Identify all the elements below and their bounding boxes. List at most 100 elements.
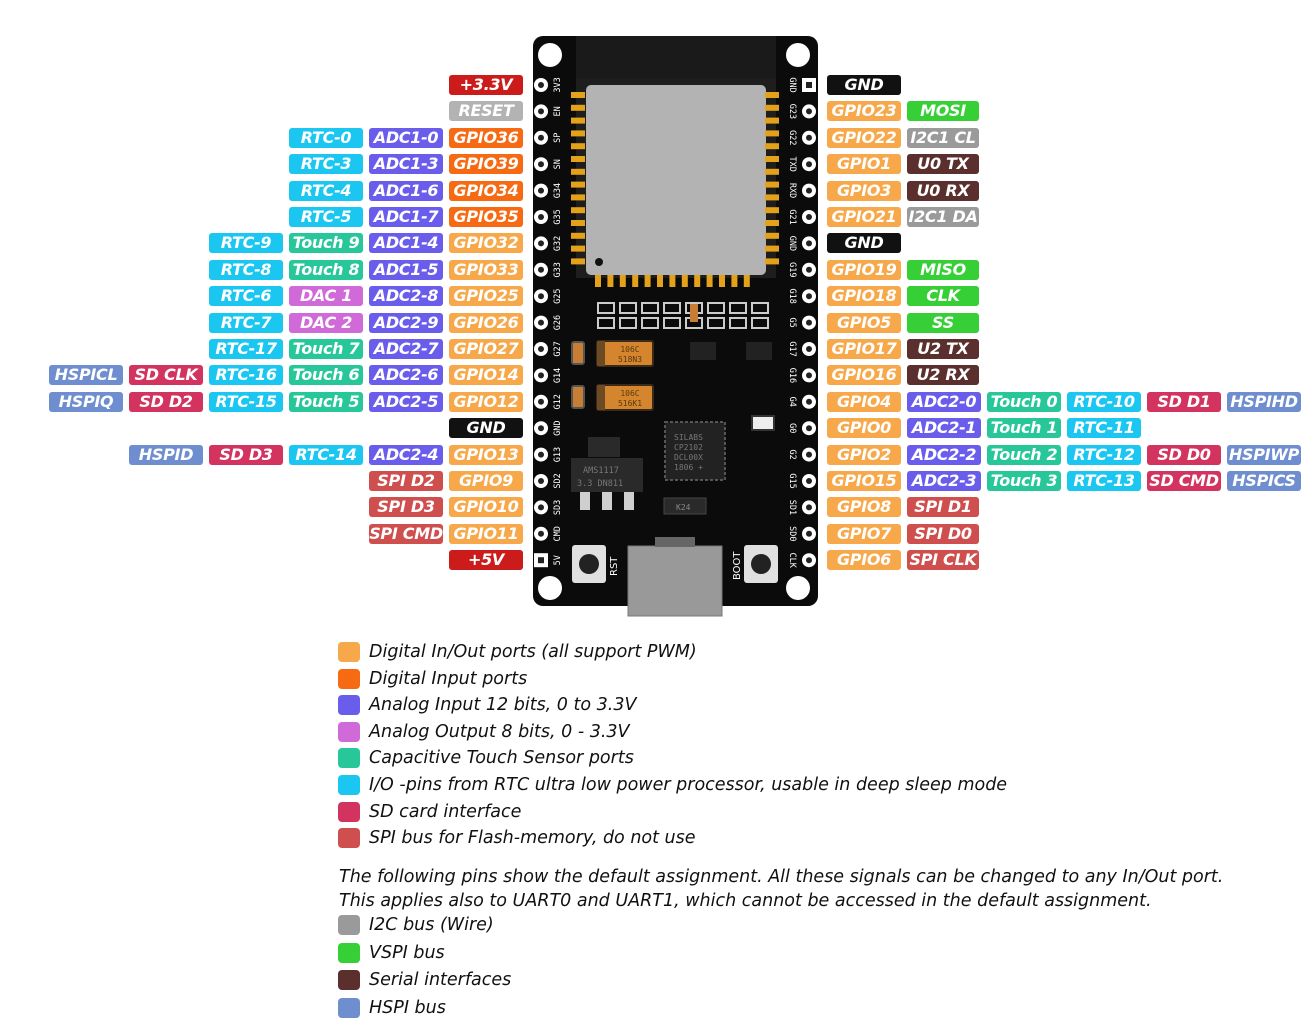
pin-hole [538,134,544,141]
pin-label-spi: SPI CLK [907,550,979,571]
legend-text: Digital In/Out ports (all support PWM) [369,642,697,662]
pin-label-vspi: SS [907,312,979,333]
legend-text: I/O -pins from RTC ultra low power proce… [369,775,1008,795]
legend-swatch-adc [338,695,360,716]
pin-name: G12 [553,394,563,409]
pin-label-spi: SPI D0 [907,523,979,544]
pin-label-rtc: RTC-16 [209,365,283,386]
pin-name: G16 [787,368,797,383]
pin-label-hspi: HSPICS [1227,471,1301,491]
legend-swatch-vspi [338,942,360,963]
pin-hole [806,346,812,352]
pin-label-adc: ADC2-6 [369,365,443,386]
castellation-pad [571,104,585,111]
rst-label: RST [609,556,620,576]
pin-label-rtc: RTC-5 [289,207,363,227]
pin-label-reset: RESET [449,101,523,122]
pin-hole [538,530,544,537]
pin-hole [538,82,544,88]
pin-label-gpio: GPIO6 [827,550,901,571]
pin-label-gpio: GPIO33 [449,259,523,280]
usb-chip-text-d: 1806 + [674,463,703,472]
pin-name: TXD [787,157,797,172]
castellation-pad [765,245,779,252]
pin-label-gpio: GPIO11 [449,523,523,544]
castellation-pad [571,168,585,175]
pin-label-gpio: GPIO25 [449,286,523,307]
legend-text: Analog Output 8 bits, 0 - 3.3V [369,721,630,742]
usb-chip-text-b: CP2102 [674,443,703,452]
legend-text: Capacitive Touch Sensor ports [369,748,634,769]
castellation-pad [595,275,601,287]
cap-1-text-a: 106C [620,345,639,354]
pin-label-rtc: RTC-4 [289,180,363,201]
pin-label-touch: Touch 0 [987,391,1061,412]
pin-label-gpio: GPIO26 [449,312,523,333]
pin-hole [538,372,544,379]
smd-part [619,317,637,329]
mount-hole [538,43,562,67]
ldo-regulator [571,458,643,492]
mount-hole [786,43,810,67]
legend-text: SD card interface [369,801,522,822]
pin-hole [806,266,812,273]
pin1-dot [595,258,603,266]
pin-label-input: GPIO36 [449,127,523,148]
smd-part [597,302,615,314]
pin-label-power: +5V [449,550,523,571]
legend-text: Serial interfaces [369,970,512,991]
castellation-pad [571,181,585,188]
pin-label-touch: Touch 9 [289,233,363,254]
legend-swatch-i2c [338,915,360,935]
pin-hole [806,108,812,115]
pin-label-rtc: RTC-0 [289,127,363,148]
pin-label-vspi: CLK [907,286,979,307]
pin-label-adc: ADC2-2 [907,444,981,465]
castellation-pad [657,275,663,287]
pin-hole [538,108,544,115]
legend-text: HSPI bus [369,997,446,1018]
pin-name: SD0 [787,526,797,541]
pin-label-rtc: RTC-7 [209,312,283,333]
pin-name: SD1 [787,500,797,515]
castellation-pad [644,275,651,287]
smd-part [597,317,615,329]
castellation-pad [571,245,585,252]
castellation-pad [571,220,585,226]
pin-label-gpio: GPIO7 [827,523,901,544]
castellation-pad [694,275,701,287]
pin-hole [538,346,544,352]
pin-name: G33 [553,262,563,277]
pin-name: CLK [787,553,797,569]
pin-label-touch: Touch 5 [289,391,363,412]
pin-label-touch: Touch 7 [289,339,363,359]
pin-hole [806,240,812,247]
smd-part [641,317,659,329]
usb-chip-text-c: DCL00X [674,453,703,462]
smd-part [751,317,769,329]
pin-label-gpio: GPIO18 [827,286,901,307]
pin-label-gpio: GPIO0 [827,418,901,439]
pin-hole [806,293,812,300]
castellation-pad [669,275,676,287]
castellation-pad [571,207,585,214]
smd-part [707,302,725,314]
pin-hole [806,398,812,405]
assignment-note: The following pins show the default assi… [339,867,1224,887]
pin-hole [806,530,812,537]
castellation-pad [765,143,779,150]
castellation-pad [765,194,779,201]
smd-part [751,302,769,314]
pin-label-vspi: MISO [907,259,979,280]
pin-hole [806,134,812,141]
pin-name: SD3 [553,500,563,515]
pin-label-dac: DAC 2 [289,312,363,333]
pin-label-vspi: MOSI [907,101,979,122]
legend-swatch-rtc [338,775,360,795]
pin-label-adc: ADC1-3 [369,154,443,175]
pin-label-gpio: GPIO5 [827,312,901,333]
left-header: 3V3ENSPSNG34G35G32G33G25G26G27G14G12GNDG… [534,77,563,568]
smd-part [707,317,725,329]
castellation-pad [765,130,779,137]
pin-label-power: +3.3V [449,75,523,95]
